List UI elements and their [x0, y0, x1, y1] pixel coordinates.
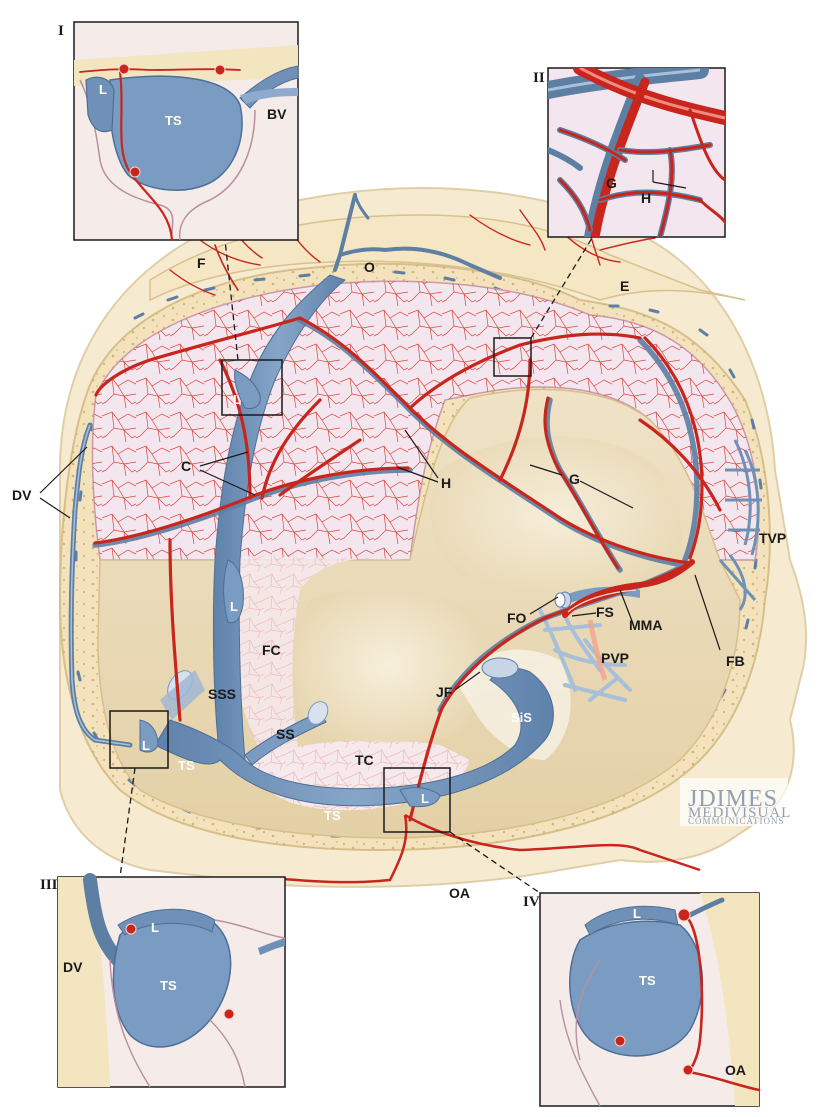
straight-sinus [244, 711, 327, 766]
leader-lines [39, 170, 721, 691]
label-MMA: MMA [629, 617, 662, 633]
label-TVP: TVP [759, 530, 786, 546]
lacunae [139, 369, 441, 808]
inset-II [547, 67, 726, 238]
label-JF: JF [436, 684, 453, 700]
brand-line1: JDIMES [688, 786, 778, 812]
label-H: H [441, 475, 451, 491]
inset-III [57, 873, 286, 1088]
label-L-bottom: L [421, 791, 429, 806]
label-FO: FO [507, 610, 527, 626]
label-C: C [181, 458, 191, 474]
brand-line2: MEDIVISUAL [688, 805, 791, 821]
inset4-label-TS: TS [639, 973, 656, 988]
label-SS: SS [276, 726, 295, 742]
inset2-label-G: G [606, 175, 617, 191]
transverse-venous-plexus [718, 439, 762, 611]
inset2-label-H: H [641, 190, 651, 206]
foramen-ovale [554, 592, 566, 608]
label-III: III [40, 877, 58, 893]
inset3-label-L: L [151, 920, 159, 935]
label-L-left: L [142, 738, 150, 753]
label-PVP: PVP [601, 650, 629, 666]
label-TC: TC [355, 752, 374, 768]
inset3-label-TS: TS [160, 978, 177, 993]
middle-meningeal-artery [562, 559, 695, 618]
inset-IV [539, 892, 761, 1107]
label-G: G [569, 471, 580, 487]
label-DV: DV [12, 487, 32, 503]
inset1-label-L: L [99, 82, 107, 97]
label-SiS: SiS [511, 710, 532, 725]
inset-I [73, 21, 299, 242]
label-FB: FB [726, 653, 745, 669]
label-E: E [620, 278, 629, 294]
brand-logo: JDIMES MEDIVISUAL COMMUNICATIONS [680, 778, 791, 826]
scalp-vessels [169, 193, 656, 296]
label-TS-left: TS [178, 758, 195, 773]
inset1-label-TS: TS [165, 113, 182, 128]
label-L-falx: L [230, 599, 238, 614]
occipital-artery [269, 813, 701, 884]
zoom-boxes [109, 237, 593, 894]
label-F: F [197, 255, 206, 271]
label-L-superior: L [233, 392, 241, 407]
label-IV: IV [523, 894, 540, 910]
label-FC: FC [262, 642, 281, 658]
meningeal-arteries [92, 316, 722, 884]
labels: I II III IV L TS BV G H F O E L C H G DV… [12, 23, 786, 1078]
inset4-label-OA: OA [725, 1062, 746, 1078]
label-FS: FS [596, 604, 614, 620]
label-I: I [58, 23, 64, 39]
inset4-label-L: L [633, 906, 641, 921]
inset3-label-DV: DV [63, 959, 83, 975]
inset1-label-BV: BV [267, 106, 287, 122]
label-OA: OA [449, 885, 470, 901]
label-TS-bottom: TS [324, 808, 341, 823]
brand-line3: COMMUNICATIONS [688, 816, 785, 826]
label-II: II [533, 70, 545, 86]
label-O: O [364, 259, 375, 275]
pterygoid-venous-plexus [538, 603, 632, 702]
diploic-emissary-vein [68, 422, 133, 748]
label-SSS: SSS [208, 686, 236, 702]
